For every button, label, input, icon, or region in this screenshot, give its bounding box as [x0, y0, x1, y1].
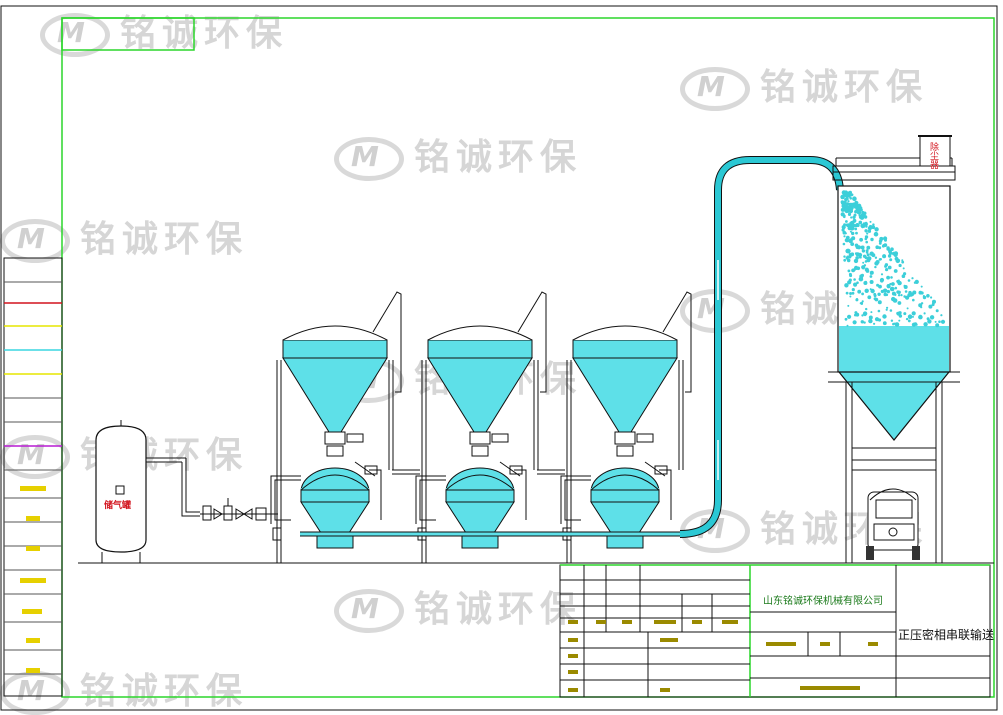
drawing-title: 正压密相串联输送 [897, 628, 994, 642]
title-block [559, 564, 991, 698]
corner-box [61, 17, 195, 51]
storage-silo [828, 135, 960, 563]
sheet-border [0, 5, 998, 711]
air-tank-label: 储气罐 [104, 501, 132, 511]
air-storage-tank [95, 420, 200, 563]
conveying-pipeline [300, 156, 844, 538]
material-spray [840, 190, 946, 328]
pump-units [270, 291, 692, 563]
company-name: 山东铭诚环保机械有限公司 [763, 596, 883, 607]
dust-collector-label: 除尘器 [928, 142, 938, 169]
left-layer-column [3, 257, 63, 697]
air-valve-group [200, 498, 278, 521]
tanker-truck [866, 488, 920, 560]
